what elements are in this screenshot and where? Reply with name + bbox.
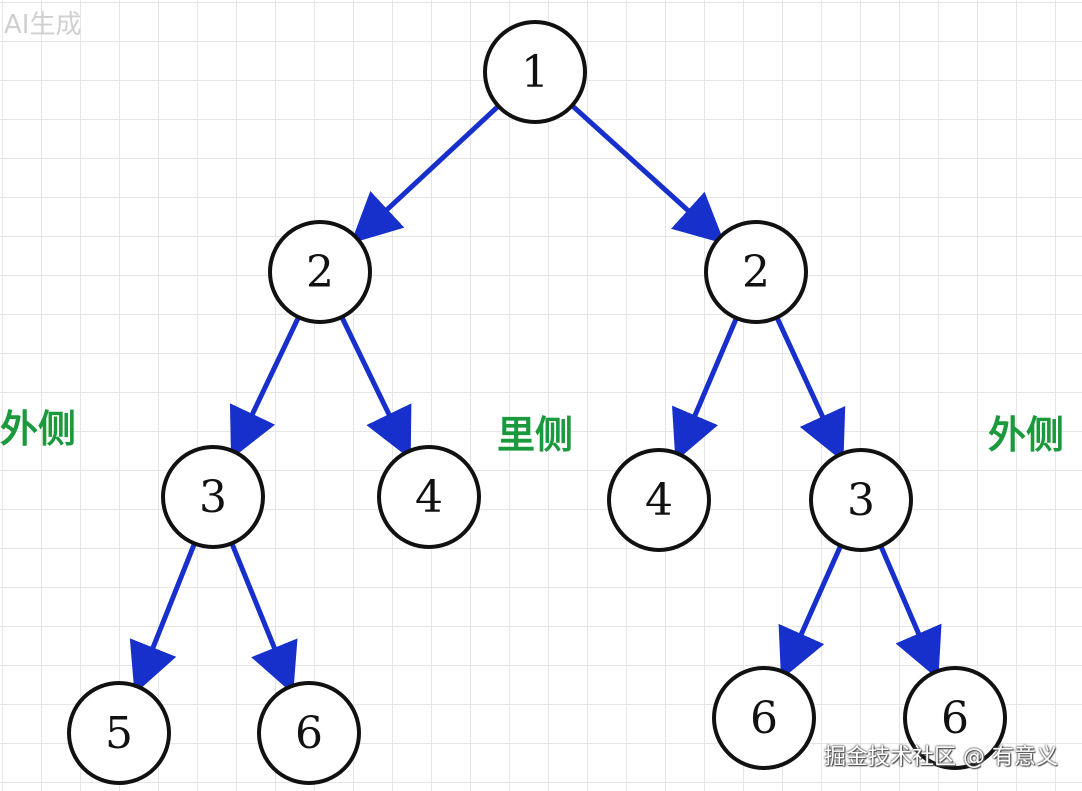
edge-arrow-root-r xyxy=(569,103,725,244)
node-circle xyxy=(483,20,587,124)
tree-node-rr: 3 xyxy=(809,448,913,552)
edge-arrow-root-l xyxy=(350,103,501,244)
tree-node-root: 1 xyxy=(483,20,587,124)
node-label: 2 xyxy=(306,247,334,298)
node-circle xyxy=(704,220,808,324)
node-circle xyxy=(607,448,711,552)
node-label: 2 xyxy=(742,247,770,298)
node-circle xyxy=(809,448,913,552)
edge-arrow-r-rr xyxy=(774,314,846,462)
edge-arrow-r-rl xyxy=(672,315,739,462)
edge-arrow-ll-llr xyxy=(229,540,298,695)
edge-arrow-rr-rrl xyxy=(778,543,844,680)
community-watermark: 掘金技术社区 @ 有意义 xyxy=(824,745,1058,770)
node-circle xyxy=(377,445,481,549)
node-label: 6 xyxy=(295,708,323,759)
node-circle xyxy=(161,445,265,549)
node-label: 6 xyxy=(941,693,969,744)
tree-node-rrl: 6 xyxy=(712,666,816,770)
edge-arrow-ll-lll xyxy=(129,540,197,694)
edge-arrow-l-ll xyxy=(229,314,302,460)
tree-node-ll: 3 xyxy=(161,445,265,549)
tree-node-r: 2 xyxy=(704,220,808,324)
left-outer-label: 外侧 xyxy=(0,407,77,451)
tree-node-lr: 4 xyxy=(377,445,481,549)
edges-layer xyxy=(129,103,942,695)
node-circle xyxy=(903,666,1007,770)
node-label: 1 xyxy=(521,47,549,98)
middle-inner-label: 里侧 xyxy=(497,413,574,457)
edge-arrow-rr-rrr xyxy=(878,543,942,680)
edge-arrow-l-lr xyxy=(339,314,412,460)
node-circle xyxy=(268,220,372,324)
node-label: 4 xyxy=(415,472,443,523)
node-circle xyxy=(67,681,171,785)
node-circle xyxy=(712,666,816,770)
node-circle xyxy=(257,681,361,785)
node-label: 3 xyxy=(199,472,227,523)
node-label: 3 xyxy=(847,475,875,526)
tree-node-rrr: 6 xyxy=(903,666,1007,770)
ai-generated-watermark: AI生成 xyxy=(4,10,82,40)
tree-node-llr: 6 xyxy=(257,681,361,785)
node-label: 6 xyxy=(750,693,778,744)
tree-node-l: 2 xyxy=(268,220,372,324)
node-label: 5 xyxy=(105,708,133,759)
tree-node-rl: 4 xyxy=(607,448,711,552)
tree-node-lll: 5 xyxy=(67,681,171,785)
right-outer-label: 外侧 xyxy=(988,413,1065,457)
nodes-layer: 1 2 2 3 4 4 3 5 6 6 6 xyxy=(67,20,1007,785)
node-label: 4 xyxy=(645,475,673,526)
